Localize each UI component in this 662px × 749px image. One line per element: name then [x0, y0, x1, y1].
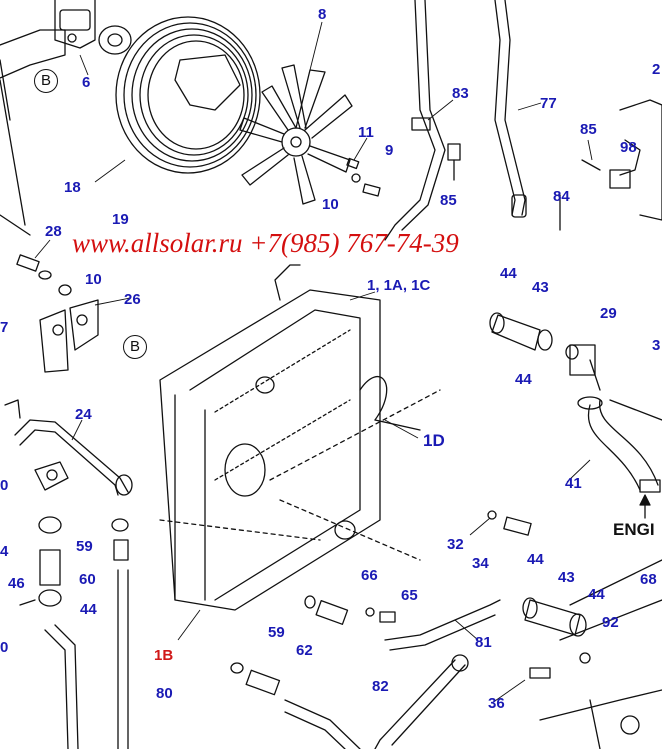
fittings-32-34 — [487, 510, 532, 536]
hose-43-top — [489, 312, 601, 391]
callout-part-82: 82 — [372, 678, 389, 695]
callout-part-44-e: 44 — [588, 586, 605, 603]
hose-81-82 — [284, 599, 501, 749]
bracket-right-top — [559, 99, 662, 231]
callout-part-32: 32 — [447, 536, 464, 553]
callout-part-10-top: 10 — [322, 196, 339, 213]
callout-part-92: 92 — [602, 614, 619, 631]
callout-part-77: 77 — [540, 95, 557, 112]
bracket-top-left — [0, 0, 96, 226]
callout-part-1-1a-1c: 1, 1A, 1C — [367, 277, 431, 294]
fan-bolts — [346, 157, 381, 197]
watermark-text: www.allsolar.ru +7(985) 767-74-39 — [72, 228, 459, 258]
dashed-guides — [159, 389, 441, 561]
fan-blades — [239, 64, 353, 205]
callout-part-59-left: 59 — [76, 538, 93, 555]
callout-part-24: 24 — [75, 406, 92, 423]
bracket-26 — [39, 299, 99, 373]
bolts-28-10 — [16, 254, 72, 296]
section-marker-b-upper: B — [34, 69, 58, 93]
fan-shroud — [115, 16, 261, 174]
callout-part-1d: 1D — [423, 431, 445, 450]
callout-part-11: 11 — [358, 124, 374, 141]
frame-right — [0, 214, 662, 749]
pipe-24 — [4, 399, 133, 496]
callout-part-59-center: 59 — [268, 624, 285, 641]
callout-part-36: 36 — [488, 695, 505, 712]
callout-part-60: 60 — [79, 571, 96, 588]
callout-part-2: 2 — [652, 61, 661, 78]
callout-part-85-center: 85 — [440, 192, 457, 209]
callout-part-29: 29 — [600, 305, 617, 322]
callout-part-4: 4 — [0, 543, 9, 560]
callout-part-0-lower: 0 — [0, 639, 9, 656]
callout-part-9: 9 — [385, 142, 394, 159]
hose-83-77 — [384, 0, 527, 241]
callout-part-34: 34 — [472, 555, 489, 572]
callout-part-43-lower: 43 — [558, 569, 575, 586]
callout-part-43-top: 43 — [532, 279, 549, 296]
hose-59-60-80 — [111, 518, 129, 749]
callout-part-83: 83 — [452, 85, 469, 102]
pipe-41 — [577, 396, 662, 519]
callout-part-26: 26 — [124, 291, 141, 308]
callout-part-80: 80 — [156, 685, 173, 702]
callout-part-6: 6 — [82, 74, 91, 91]
callout-part-44-b: 44 — [515, 371, 532, 388]
callout-part-46: 46 — [8, 575, 25, 592]
callout-part-18: 18 — [64, 179, 81, 196]
callout-part-81: 81 — [475, 634, 492, 651]
callout-part-66: 66 — [361, 567, 378, 584]
callout-part-10-mid: 10 — [85, 271, 102, 288]
callout-part-44-a: 44 — [500, 265, 517, 282]
section-marker-b-lower: B — [123, 335, 147, 359]
callout-part-65: 65 — [401, 587, 418, 604]
washer-disc — [98, 25, 132, 55]
fittings-66-65-62 — [230, 595, 591, 696]
callout-part-3: 3 — [652, 337, 661, 354]
callout-part-44-d: 44 — [527, 551, 544, 568]
callout-part-19: 19 — [112, 211, 129, 228]
hose-43-lower — [522, 597, 587, 637]
callout-part-68: 68 — [640, 571, 657, 588]
callout-part-84: 84 — [553, 188, 570, 205]
callout-part-8: 8 — [318, 6, 327, 23]
bolt-85 — [447, 143, 461, 181]
callout-part-1b: 1B — [154, 647, 174, 664]
callout-part-85-right: 85 — [580, 121, 597, 138]
callout-part-62: 62 — [296, 642, 313, 659]
callout-part-41: 41 — [565, 475, 582, 492]
callout-part-28: 28 — [45, 223, 62, 240]
callout-part-0-upper: 0 — [0, 477, 9, 494]
radiator — [159, 264, 421, 611]
callout-part-7: 7 — [0, 319, 9, 336]
engine-label: ENGI — [613, 520, 655, 539]
callout-part-98: 98 — [620, 139, 637, 156]
callout-part-44-c: 44 — [80, 601, 97, 618]
hose-46-stack — [19, 516, 79, 749]
